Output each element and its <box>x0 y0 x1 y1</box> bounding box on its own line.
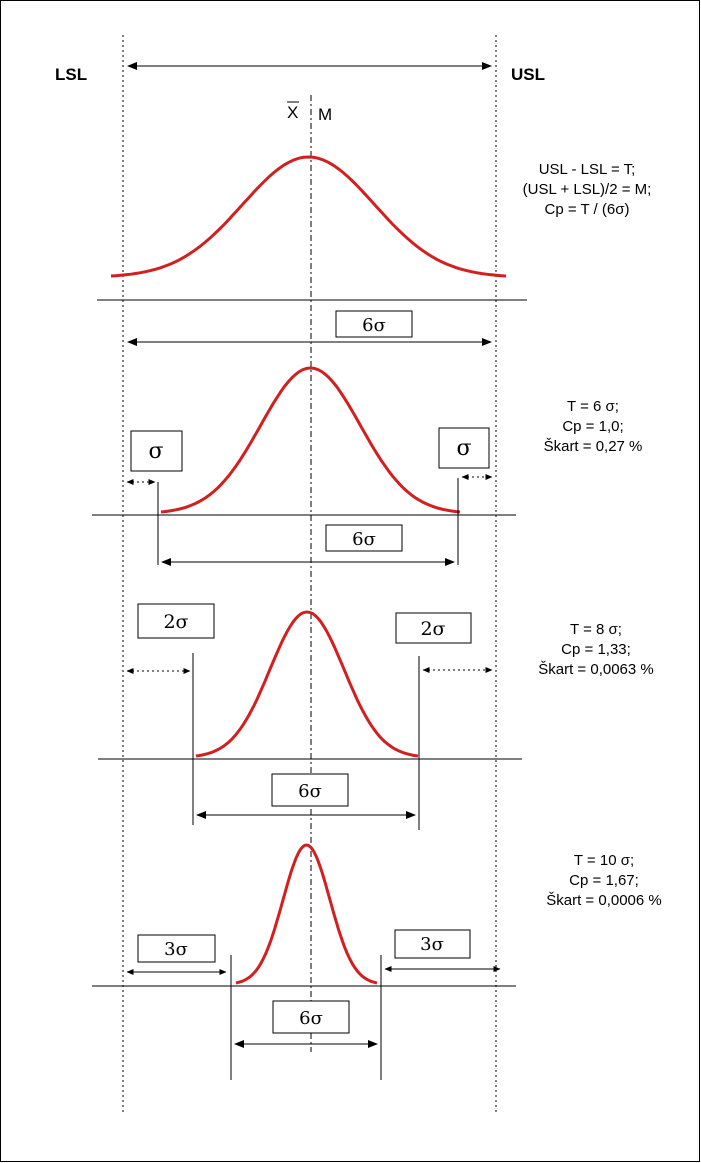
info-panel-4-line-2: Cp = 1,67; <box>569 872 639 889</box>
box-right-panel-4-label: 3σ <box>420 934 444 955</box>
curve-panel-1 <box>110 155 507 278</box>
usl-label: USL <box>511 65 545 84</box>
box-left-panel-4-label: 3σ <box>164 939 188 960</box>
box-bottom-panel-4 <box>272 1000 350 1034</box>
box-left-panel-2-label: σ <box>148 439 163 464</box>
curve-panel-3 <box>195 610 419 758</box>
box-right-panel-3-label: 2σ <box>420 618 445 640</box>
box-panel-1-label: 6σ <box>362 315 386 336</box>
box-bottom-panel-2-label: 6σ <box>352 529 376 550</box>
box-right-panel-4 <box>394 929 471 959</box>
box-panel-1 <box>335 310 413 338</box>
formula-1: USL - LSL = T; <box>539 161 636 178</box>
formula-2: (USL + LSL)/2 = M; <box>523 181 652 198</box>
box-bottom-panel-4-label: 6σ <box>299 1008 323 1029</box>
curve-panel-2 <box>160 366 461 514</box>
info-panel-2-line-3: Škart = 0,27 % <box>544 438 643 455</box>
info-panel-3-line-3: Škart = 0,0063 % <box>538 661 654 678</box>
info-panel-4-line-1: T = 10 σ; <box>574 852 634 869</box>
mid-label: M <box>318 105 332 124</box>
box-bottom-panel-2 <box>325 524 403 552</box>
info-panel-2-line-2: Cp = 1,0; <box>562 418 623 435</box>
curve-panel-4 <box>235 843 378 985</box>
box-left-panel-2 <box>130 430 183 472</box>
box-left-panel-3-label: 2σ <box>163 611 188 633</box>
box-bottom-panel-3 <box>271 773 349 807</box>
box-right-panel-2 <box>438 427 490 469</box>
info-panel-3-line-2: Cp = 1,33; <box>561 641 631 658</box>
info-panel-4-line-3: Škart = 0,0006 % <box>546 892 662 909</box>
info-panel-3-line-1: T = 8 σ; <box>570 621 622 638</box>
box-right-panel-3 <box>395 612 472 644</box>
box-bottom-panel-3-label: 6σ <box>298 781 322 802</box>
info-panel-2-line-1: T = 6 σ; <box>567 398 619 415</box>
box-left-panel-4 <box>137 934 216 963</box>
lsl-label: LSL <box>55 65 87 84</box>
box-right-panel-2-label: σ <box>456 436 471 461</box>
formula-3: Cp = T / (6σ) <box>545 201 630 218</box>
mean-symbol: X <box>287 103 298 122</box>
box-left-panel-3 <box>137 603 215 639</box>
